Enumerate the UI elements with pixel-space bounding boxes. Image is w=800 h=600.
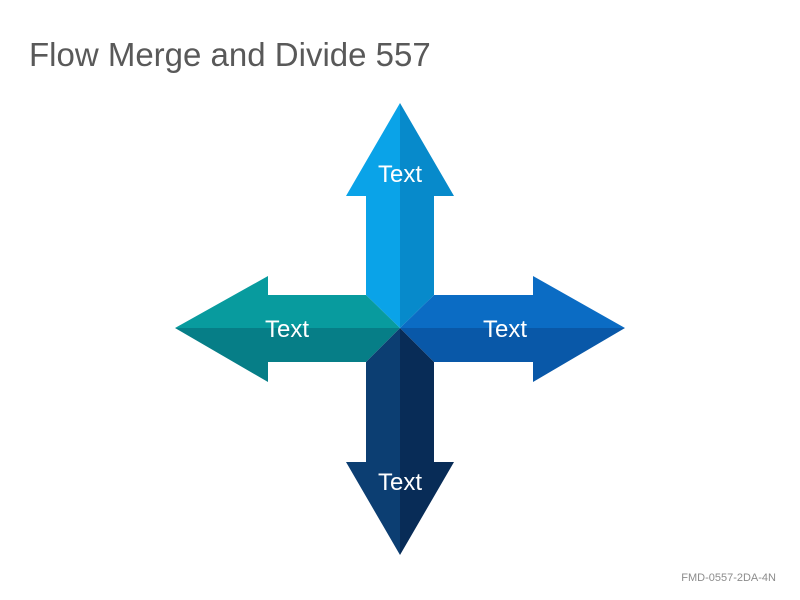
arrow-right-label: Text xyxy=(483,316,527,343)
arrow-right-bottom-face xyxy=(400,328,625,382)
arrow-left-top-face xyxy=(175,276,400,328)
arrow-down-left-face xyxy=(346,328,400,555)
arrow-right: Text xyxy=(400,276,625,382)
arrow-up-left-face xyxy=(346,103,400,328)
arrow-up-label: Text xyxy=(378,161,422,188)
arrow-left: Text xyxy=(175,276,400,382)
arrow-down-right-face xyxy=(400,328,454,555)
arrow-down: Text xyxy=(346,328,454,555)
arrow-left-bottom-face xyxy=(175,328,400,382)
arrow-left-label: Text xyxy=(265,316,309,343)
slide-title: Flow Merge and Divide 557 xyxy=(29,36,431,73)
slide-code-label: FMD-0557-2DA-4N xyxy=(681,572,776,584)
arrow-down-label: Text xyxy=(378,469,422,496)
arrow-right-top-face xyxy=(400,276,625,328)
arrow-up: Text xyxy=(346,103,454,328)
arrow-up-right-face xyxy=(400,103,454,328)
